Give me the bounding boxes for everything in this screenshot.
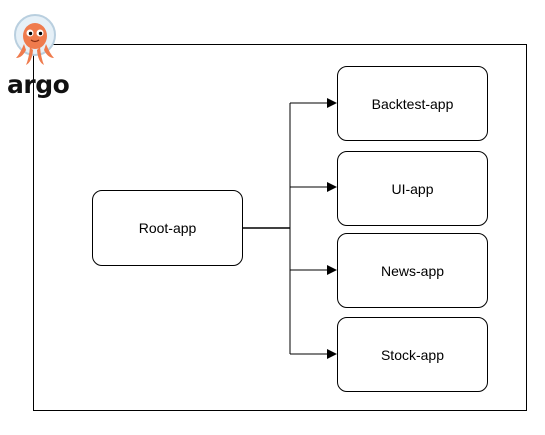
argo-logo: argo [0,8,70,98]
root-app-label: Root-app [138,220,197,236]
root-app-node: Root-app [92,190,243,266]
ui-app-node: UI-app [337,151,488,226]
news-app-node: News-app [337,233,488,308]
stock-app-label: Stock-app [380,346,445,363]
stock-app-node: Stock-app [337,317,488,392]
backtest-app-label: Backtest-app [371,95,454,112]
backtest-app-node: Backtest-app [337,66,488,141]
news-app-label: News-app [380,262,445,279]
ui-app-label: UI-app [391,180,434,197]
outer-frame [33,44,527,411]
octopus-mascot-icon [14,14,56,65]
logo-text: argo [7,70,70,99]
